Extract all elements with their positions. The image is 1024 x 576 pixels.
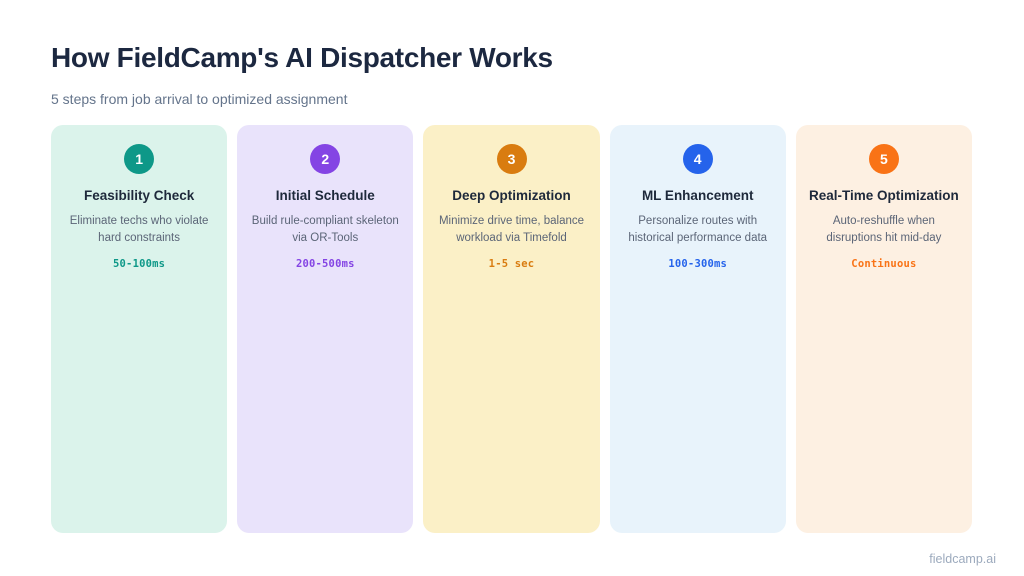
step-title-5: Real-Time Optimization — [809, 188, 959, 203]
step-number-badge-4: 4 — [682, 144, 713, 174]
step-card-3: 3 Deep Optimization Minimize drive time,… — [423, 125, 600, 533]
step-number-badge-1: 1 — [124, 144, 155, 174]
step-card-5: 5 Real-Time Optimization Auto-reshuffle … — [795, 125, 973, 533]
step-number-badge-2: 2 — [310, 144, 341, 174]
brand-watermark: fieldcamp.ai — [929, 552, 996, 566]
step-card-4: 4 ML Enhancement Personalize routes with… — [609, 125, 786, 533]
step-timing-3: 1-5 sec — [488, 258, 535, 271]
step-card-2: 2 Initial Schedule Build rule-compliant … — [237, 125, 414, 533]
step-description-5: Auto-reshuffle when disruptions hit mid-… — [826, 215, 942, 244]
step-timing-1: 50-100ms — [113, 258, 166, 271]
step-card-1: 1 Feasibility Check Eliminate techs who … — [51, 125, 228, 533]
page-title: How FieldCamp's AI Dispatcher Works — [51, 42, 553, 73]
step-description-2: Build rule-compliant skeleton via OR-Too… — [251, 215, 399, 244]
page-subtitle: 5 steps from job arrival to optimized as… — [51, 91, 348, 107]
steps-row: 1 Feasibility Check Eliminate techs who … — [51, 125, 973, 533]
step-timing-4: 100-300ms — [668, 258, 728, 271]
step-number-badge-5: 5 — [868, 144, 899, 174]
step-timing-2: 200-500ms — [295, 258, 355, 271]
step-timing-5: Continuous — [851, 258, 917, 271]
step-description-4: Personalize routes with historical perfo… — [628, 215, 768, 244]
step-title-3: Deep Optimization — [452, 188, 571, 203]
step-number-badge-3: 3 — [496, 144, 527, 174]
step-description-1: Eliminate techs who violate hard constra… — [69, 215, 209, 244]
step-title-4: ML Enhancement — [641, 188, 754, 203]
page-header: How FieldCamp's AI Dispatcher Works 5 st… — [51, 42, 553, 107]
step-title-1: Feasibility Check — [83, 188, 195, 203]
step-title-2: Initial Schedule — [275, 188, 375, 203]
step-description-3: Minimize drive time, balance workload vi… — [438, 215, 585, 244]
